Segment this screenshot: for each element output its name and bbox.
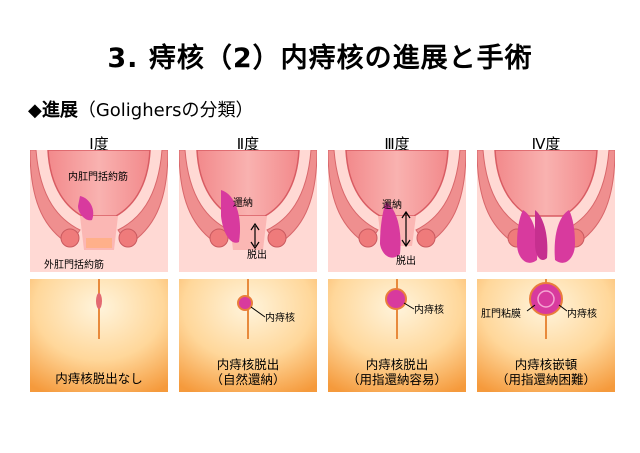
external-sphincter-label: 外肛門括約筋 — [44, 260, 104, 271]
reduction-label-3: 還納 — [382, 200, 402, 211]
internal-hemorrhoid-label-3: 内痔核 — [414, 305, 444, 316]
stage-4-cross-section — [477, 150, 615, 272]
stage-3-caption: 内痔核脱出 — [365, 357, 429, 372]
stage-2-caption-note: （自然還納） — [210, 372, 286, 387]
stage-3-cross-section: 還納 脱出 — [328, 150, 466, 272]
stage-1-caption: 内痔核脱出なし — [55, 371, 143, 386]
reduction-label: 還納 — [233, 198, 253, 209]
grade-4-heading: Ⅳ度 — [531, 135, 561, 153]
section-heading: ◆進展（Golighersの分類） — [28, 96, 254, 122]
stage-3-external-view: 内痔核 内痔核脱出 （用指還納容易） — [328, 279, 466, 392]
grade-2-heading: Ⅱ度 — [236, 135, 260, 153]
grade-1-heading: Ⅰ度 — [89, 135, 109, 153]
stage-4-caption: 内痔核嵌頓 — [514, 357, 578, 372]
stage-2-caption: 内痔核脱出 — [216, 357, 280, 372]
grade-3-heading: Ⅲ度 — [384, 135, 410, 153]
stage-4-caption-note: （用指還納困難） — [495, 372, 596, 387]
section-note: （Golighersの分類） — [77, 100, 254, 121]
stage-1-external-view: 内痔核脱出なし — [30, 279, 168, 392]
diamond-bullet-icon: ◆ — [28, 100, 42, 121]
prolapse-label-3: 脱出 — [396, 256, 416, 267]
internal-sphincter-label: 内肛門括約筋 — [68, 172, 128, 183]
stage-4-external-view: 肛門粘膜 内痔核 内痔核嵌頓 （用指還納困難） — [477, 279, 615, 392]
stage-3-caption-note: （用指還納容易） — [346, 372, 447, 387]
internal-hemorrhoid-label-4: 内痔核 — [567, 309, 597, 320]
prolapse-label: 脱出 — [247, 250, 267, 261]
stage-2-external-view: 内痔核 内痔核脱出 （自然還納） — [179, 279, 317, 392]
anal-mucosa-label: 肛門粘膜 — [481, 309, 521, 320]
stage-2-cross-section: 還納 脱出 — [179, 150, 317, 272]
section-label: 進展 — [41, 100, 78, 121]
internal-hemorrhoid-label-2: 内痔核 — [265, 313, 295, 324]
page-title: 3. 痔核（2）内痔核の進展と手術 — [107, 43, 533, 74]
stage-1-cross-section: 内肛門括約筋 外肛門括約筋 — [30, 150, 168, 272]
